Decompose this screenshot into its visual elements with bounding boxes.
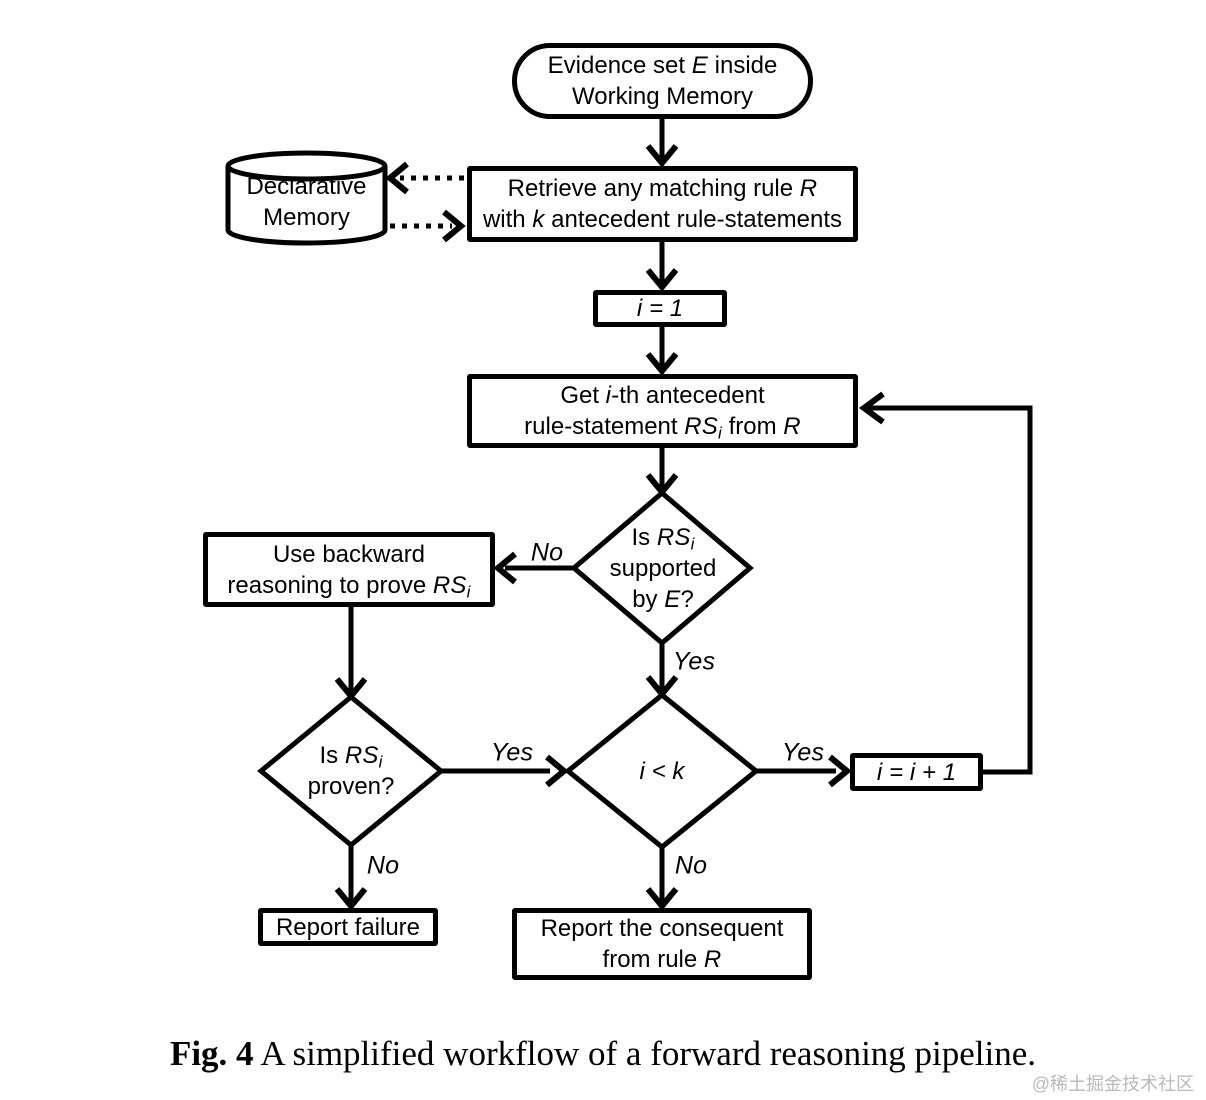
node-backward-reasoning: Use backward reasoning to prove RSi	[203, 532, 495, 607]
node-init-i-label: i = 1	[636, 295, 684, 322]
node-get-antecedent: Get i-th antecedent rule-statement RSi f…	[467, 374, 858, 448]
node-report-failure-label: Report failure	[275, 913, 421, 941]
node-retrieve-rule-label: Retrieve any matching rule R with k ante…	[482, 175, 843, 233]
node-report-consequent-label: Report the consequent from rule R	[540, 915, 784, 973]
node-evidence-set: Evidence set E inside Working Memory	[512, 43, 813, 119]
decision-supported-diamond	[570, 489, 754, 647]
node-increment-i: i = i + 1	[850, 753, 983, 791]
node-retrieve-rule: Retrieve any matching rule R with k ante…	[467, 166, 858, 242]
node-report-failure: Report failure	[258, 908, 438, 946]
arrowhead-proven-yes	[545, 754, 569, 788]
node-get-antecedent-label: Get i-th antecedent rule-statement RSi f…	[524, 382, 801, 443]
arrowhead-loop-yes	[828, 754, 852, 788]
decision-supported-label: Is RSi supported by E?	[609, 523, 717, 613]
decision-loop-check: i < k	[568, 698, 756, 844]
arrowhead-evidence-retrieve	[645, 144, 679, 168]
arrowhead-init-get	[645, 352, 679, 376]
figure-caption-text: A simplified workflow of a forward reaso…	[260, 1034, 1037, 1073]
arrowhead-proven-no	[334, 887, 368, 911]
decision-supported: Is RSi supported by E?	[577, 496, 749, 640]
declarative-memory-cylinder-body	[225, 166, 388, 246]
node-init-i: i = 1	[593, 290, 727, 327]
arrowhead-loop-no	[645, 887, 679, 911]
decision-proven-label: Is RSi proven?	[307, 742, 395, 800]
decision-loop-check-label: i < k	[639, 757, 685, 785]
watermark: @稀土掘金技术社区	[1031, 1074, 1194, 1094]
decision-proven-diamond	[257, 693, 445, 849]
arrowhead-retrieve-init	[645, 268, 679, 292]
edge-label-loop-no: No	[674, 851, 708, 880]
node-report-consequent: Report the consequent from rule R	[512, 908, 812, 980]
decision-loop-check-diamond	[564, 691, 760, 851]
edge-label-proven-no: No	[366, 851, 400, 880]
node-backward-reasoning-label: Use backward reasoning to prove RSi	[227, 540, 471, 602]
arrowhead-memory-retrieve	[442, 209, 466, 243]
edge-loop-back	[866, 405, 1033, 775]
arrowhead-supported-no	[493, 551, 517, 585]
edge-label-supported-yes: Yes	[672, 647, 716, 676]
decision-proven: Is RSi proven?	[261, 700, 441, 842]
edge-label-loop-yes: Yes	[781, 738, 825, 767]
node-declarative-memory-label: Declarative Memory	[246, 172, 367, 231]
edge-label-supported-no: No	[530, 538, 564, 567]
arrowhead-loop-back	[858, 391, 885, 425]
edge-label-proven-yes: Yes	[490, 738, 534, 767]
node-evidence-set-label: Evidence set E inside Working Memory	[547, 52, 778, 110]
node-declarative-memory: Declarative Memory	[228, 160, 385, 243]
arrowhead-retrieve-memory	[385, 161, 409, 195]
figure-caption: Fig. 4 A simplified workflow of a forwar…	[0, 1034, 1206, 1074]
figure-caption-number: Fig. 4	[169, 1034, 254, 1073]
node-increment-i-label: i = i + 1	[876, 758, 957, 786]
declarative-memory-cylinder-top	[225, 150, 388, 182]
